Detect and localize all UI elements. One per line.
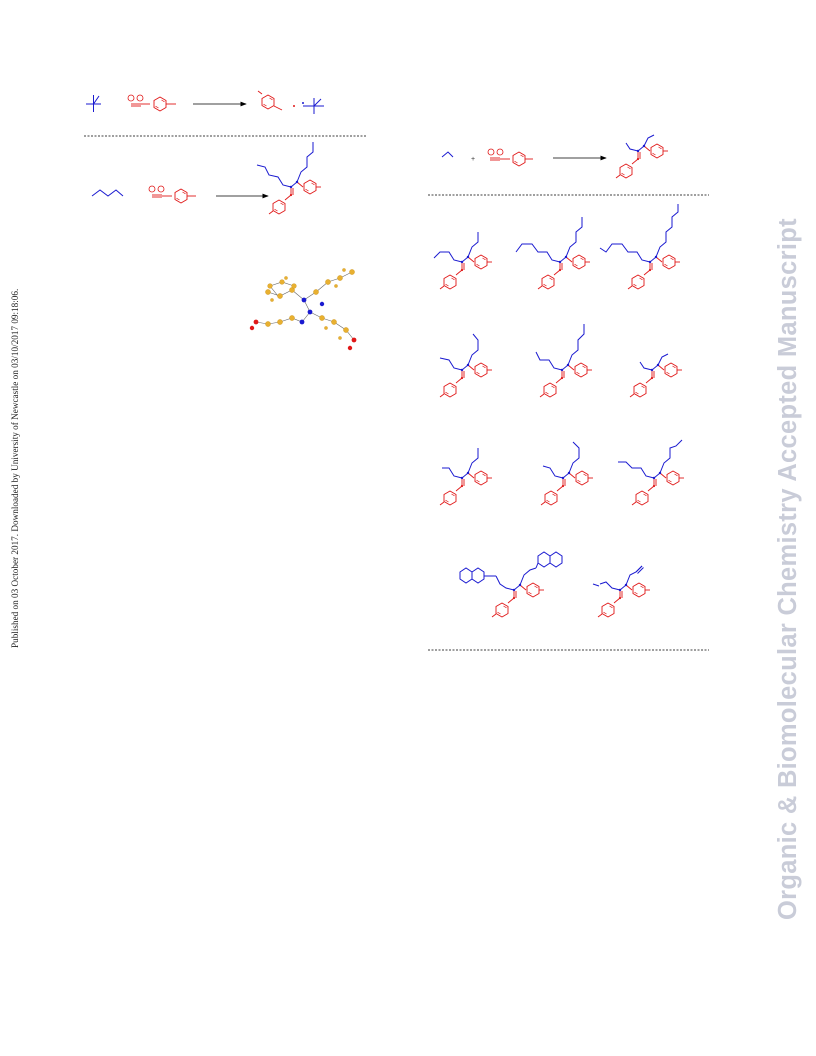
product-3a — [440, 448, 492, 505]
product-1 — [257, 90, 324, 114]
azodicarboxylate-reagent-2 — [148, 185, 196, 204]
crystal-structure — [249, 268, 357, 351]
product-3b — [541, 441, 593, 505]
product-2a — [440, 333, 492, 397]
azodicarboxylate-reagent-3 — [487, 148, 533, 167]
tert-butyl-reactant — [86, 95, 101, 112]
alkane-reactant-general — [441, 151, 454, 158]
product-row-1 — [433, 204, 680, 289]
azodicarboxylate-reagent-1 — [127, 94, 176, 112]
product-1c — [599, 204, 680, 289]
product-2c — [630, 353, 682, 397]
scheme-left-top — [86, 90, 324, 114]
product-3c — [618, 439, 684, 505]
product-row-2 — [440, 324, 682, 397]
scheme-right-general: + — [441, 134, 668, 178]
plus-sign: + — [471, 156, 475, 163]
product-2b — [535, 324, 592, 397]
alkane-reactant — [91, 189, 124, 197]
product-row-3 — [440, 439, 684, 505]
scheme-left-bottom — [91, 142, 321, 214]
product-2 — [256, 142, 321, 214]
product-1b — [515, 217, 590, 289]
product-general — [616, 134, 668, 178]
product-4a — [459, 551, 563, 617]
product-1a — [433, 232, 492, 289]
product-4b — [592, 565, 650, 617]
product-row-4 — [459, 551, 650, 617]
